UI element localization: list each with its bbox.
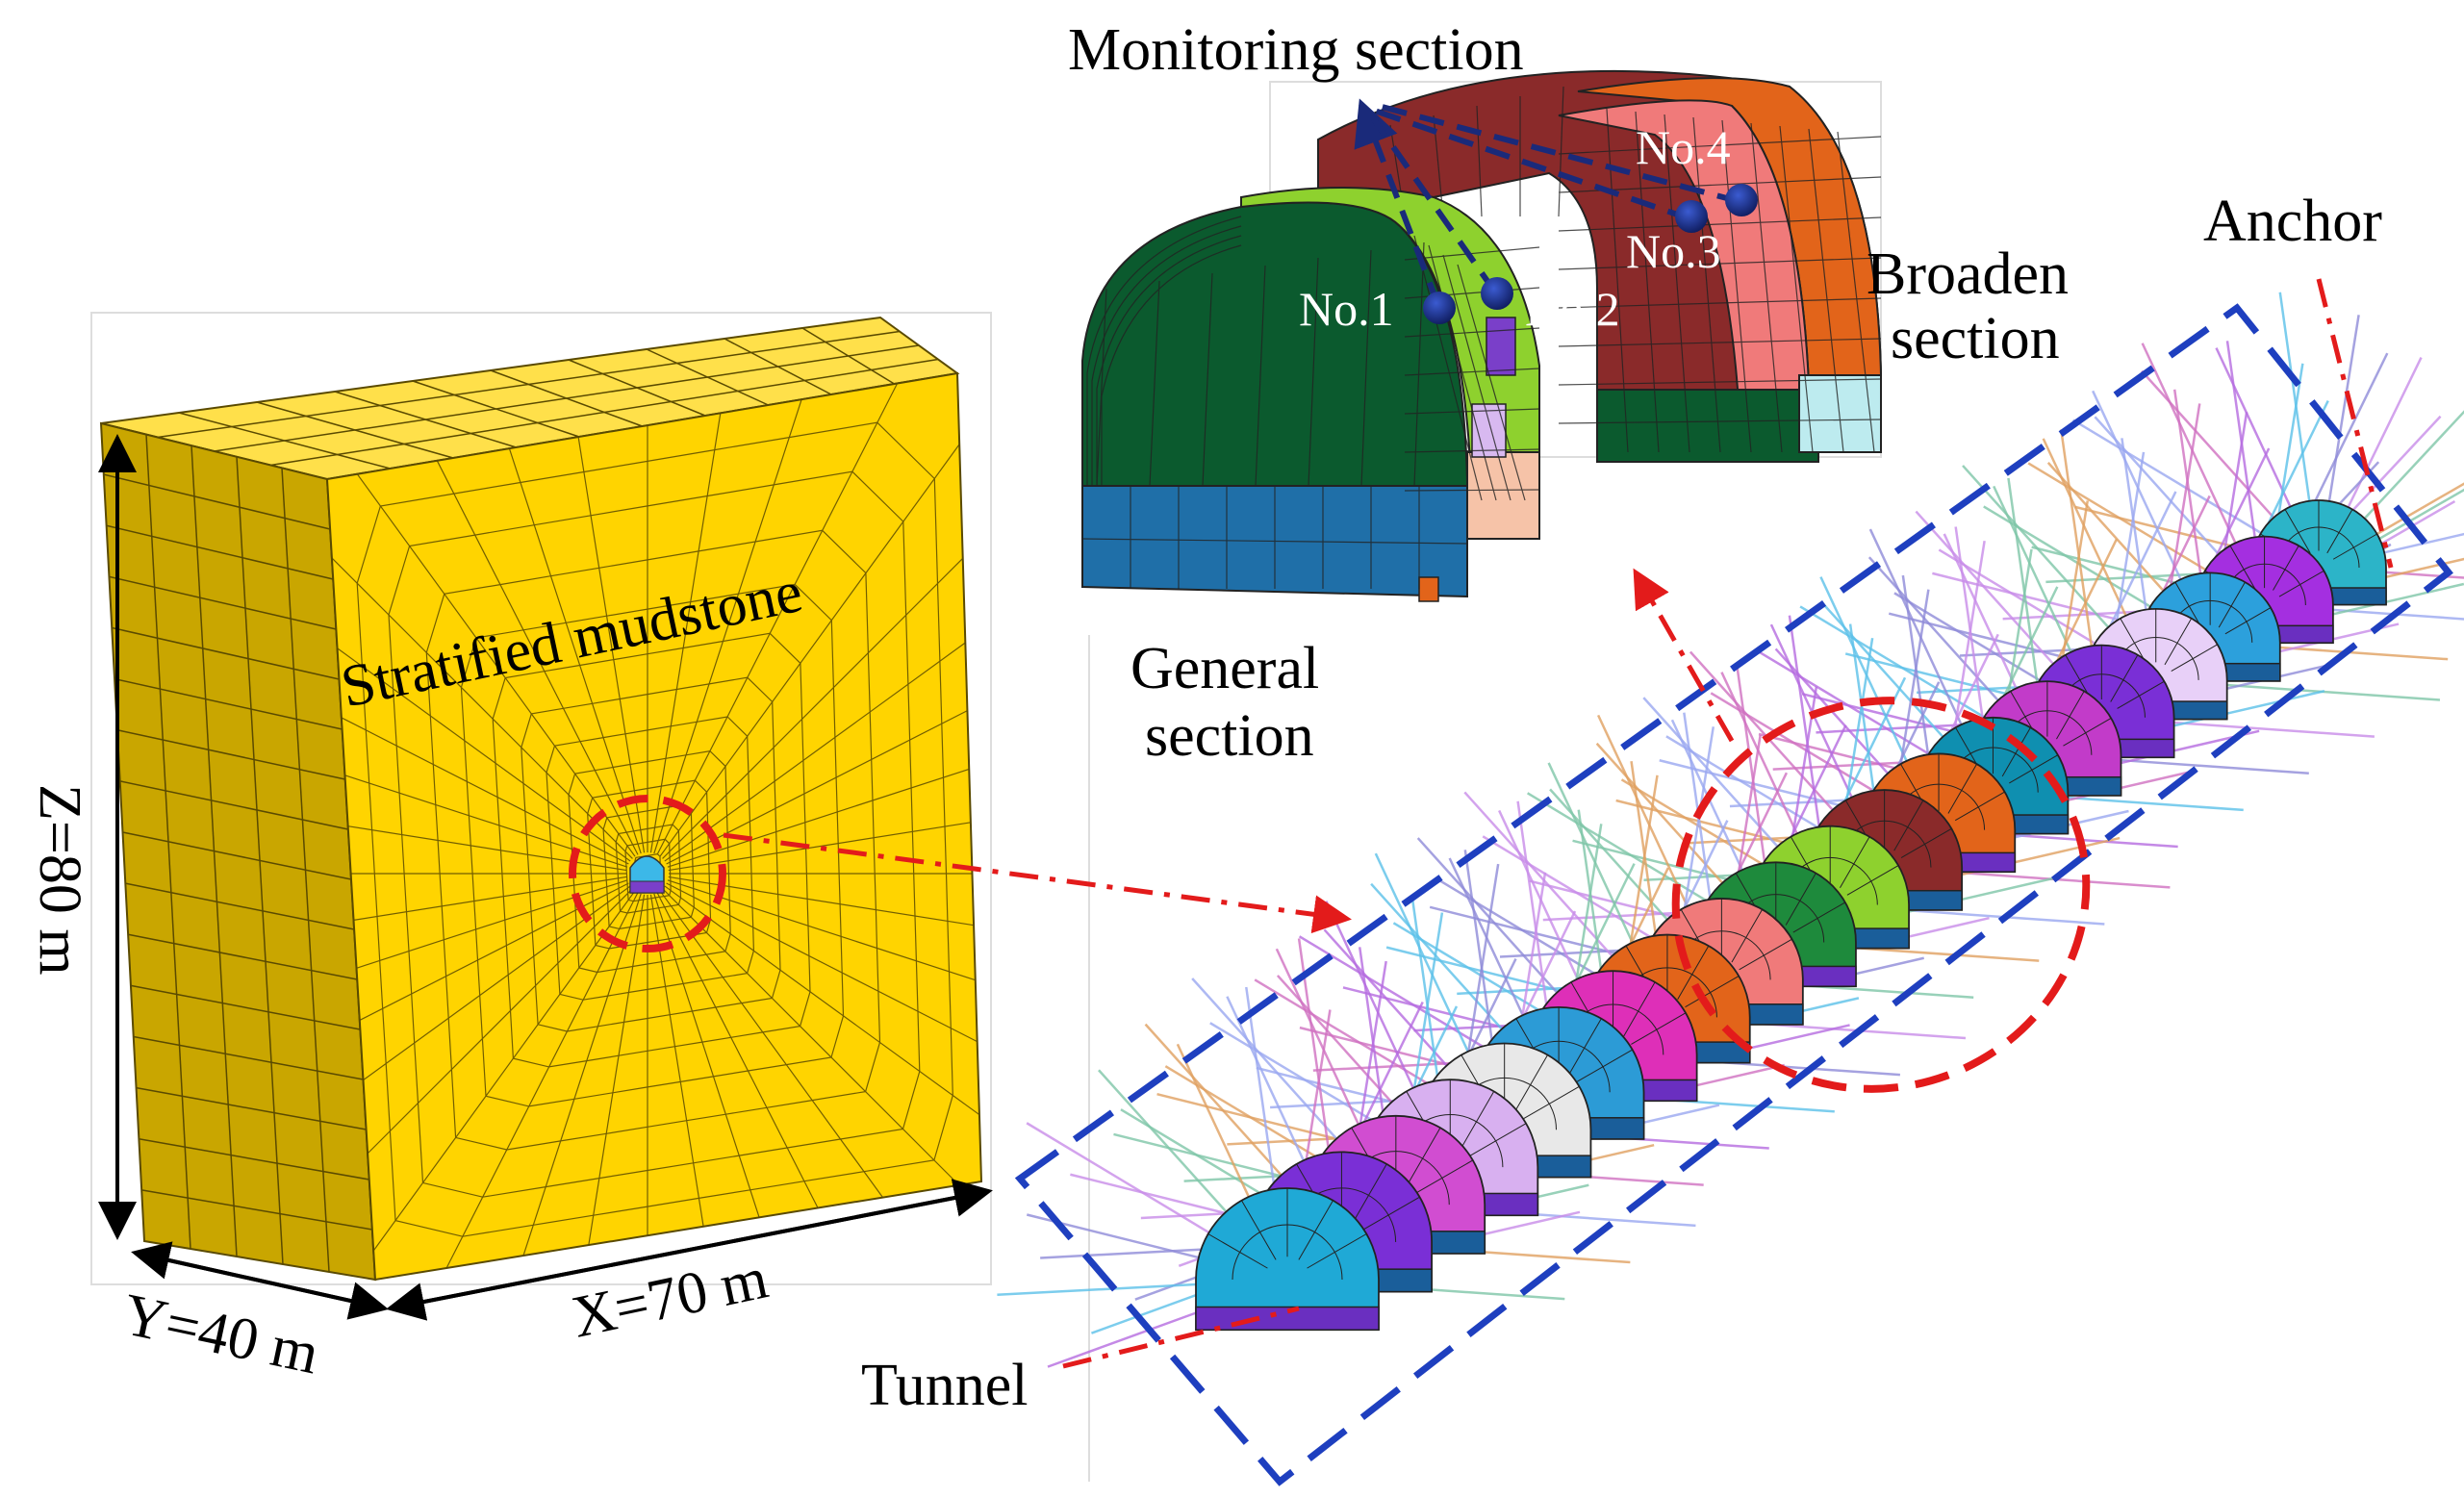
callout-connectors bbox=[723, 278, 2394, 1369]
monitoring-lines bbox=[1354, 98, 1742, 308]
block-front-face bbox=[325, 371, 983, 1282]
mudstone-block bbox=[90, 312, 992, 1285]
broaden-section-label-1: Broaden bbox=[1867, 241, 2069, 307]
tunnel-ring bbox=[1195, 1187, 1380, 1332]
dim-x-label: X=70 m bbox=[567, 1245, 774, 1350]
monitor-point-no4 bbox=[1725, 184, 1758, 216]
dimension-arrows bbox=[98, 434, 993, 1321]
monitor-point-no1 bbox=[1423, 292, 1456, 324]
tunnel-assembly bbox=[997, 292, 2464, 1486]
monitor-point-no2 bbox=[1481, 277, 1513, 310]
no3-label: No.3 bbox=[1626, 224, 1721, 278]
general-section-label-1: General bbox=[1130, 636, 1319, 701]
tunnel-callout-circle bbox=[1671, 697, 2091, 1093]
anchor-label: Anchor bbox=[2203, 189, 2382, 254]
no2-label: No.2 bbox=[1525, 282, 1620, 336]
dim-y-label: Y=40 m bbox=[117, 1282, 324, 1386]
general-section bbox=[1081, 187, 1540, 602]
no4-label: No.4 bbox=[1636, 120, 1731, 174]
block-callout-circle bbox=[569, 795, 726, 952]
general-section-label-2: section bbox=[1145, 703, 1314, 769]
broaden-section-label-2: section bbox=[1891, 306, 2060, 371]
dim-z-label: Z=80 m bbox=[27, 784, 92, 976]
monitoring-section-label: Monitoring section bbox=[1068, 17, 1524, 83]
tunnel-label: Tunnel bbox=[861, 1353, 1028, 1418]
tunnel-frame bbox=[1014, 303, 2453, 1486]
no1-label: No.1 bbox=[1299, 282, 1394, 336]
section-detail: No.1 No.2 No.3 No.4 bbox=[1081, 69, 1883, 602]
monitor-point-no3 bbox=[1675, 200, 1708, 233]
